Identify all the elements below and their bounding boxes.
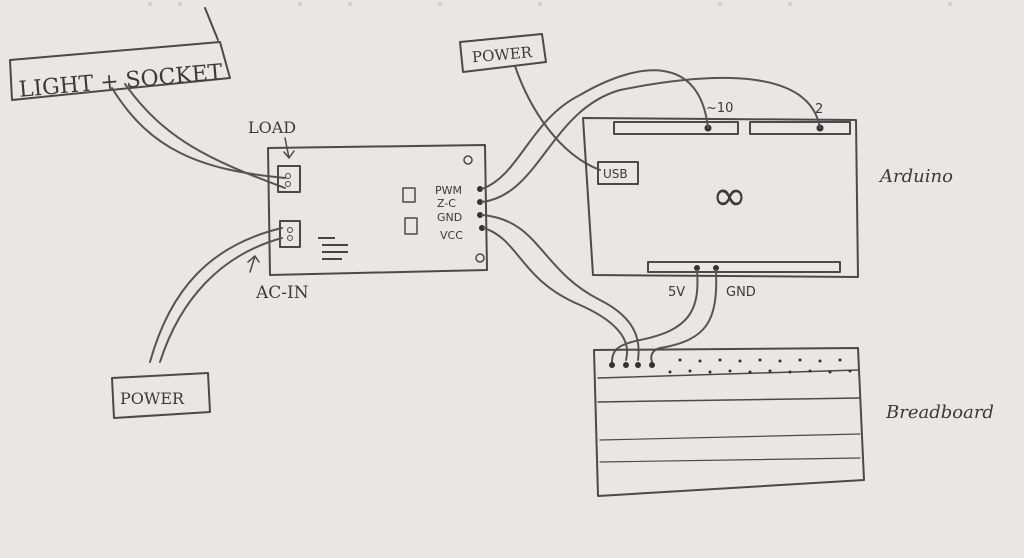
- usb-label: USB: [603, 167, 628, 181]
- ac-in-terminal: [279, 220, 301, 248]
- paper-top-edge: [148, 2, 952, 6]
- wire-power-to-acin-2: [159, 237, 283, 363]
- wire-power-to-usb: [514, 65, 601, 171]
- power-top-label: POWER: [471, 43, 533, 66]
- power-bottom-label: POWER: [120, 389, 185, 408]
- arduino-title: Arduino: [878, 166, 953, 187]
- pin-10-label: ~10: [706, 101, 733, 116]
- wire-light-to-load-2: [124, 83, 286, 189]
- wire-gnd-to-breadboard: [481, 214, 640, 361]
- breadboard-holes: [609, 358, 852, 374]
- wire-vcc-to-breadboard: [483, 227, 629, 361]
- load-terminal: [277, 165, 301, 193]
- pin-gnd-arduino-label: GND: [726, 285, 756, 300]
- wire-power-to-acin-1: [149, 227, 283, 363]
- pin-5v-label: 5V: [668, 285, 685, 300]
- wire-5v-to-breadboard: [611, 269, 699, 363]
- ac-in-label: AC-IN: [255, 283, 309, 303]
- pin-2-label: 2: [815, 102, 823, 117]
- dimmer-module: PWM Z-C GND VCC: [267, 144, 488, 276]
- power-top-box: POWER: [459, 33, 547, 73]
- wire-zc-to-pin2: [481, 76, 821, 203]
- load-arrow: [283, 137, 295, 159]
- resistor-marks: [318, 237, 348, 260]
- pin-zc-label: Z-C: [437, 197, 456, 210]
- light-socket-label: LIGHT + SOCKET: [18, 60, 224, 103]
- arduino-logo-icon: ∞: [712, 171, 747, 220]
- arduino-board: USB ∞ ~10 2 5V GND: [582, 101, 859, 300]
- pin-vcc-label: VCC: [440, 229, 463, 242]
- power-bottom-box: POWER: [111, 372, 211, 419]
- pin-pwm-label: PWM: [435, 184, 462, 197]
- pin-gnd-label: GND: [437, 211, 462, 224]
- breadboard-title: Breadboard: [885, 402, 994, 423]
- wire-light-to-load-1: [111, 87, 286, 179]
- usb-port: [597, 161, 639, 185]
- ac-in-arrow: [247, 255, 260, 273]
- wire-gnd-arduino-to-breadboard: [650, 269, 718, 363]
- breadboard: [593, 347, 865, 497]
- wire-pwm-to-pin10: [481, 69, 709, 190]
- load-label: LOAD: [248, 118, 296, 137]
- light-socket-box: LIGHT + SOCKET: [9, 7, 231, 103]
